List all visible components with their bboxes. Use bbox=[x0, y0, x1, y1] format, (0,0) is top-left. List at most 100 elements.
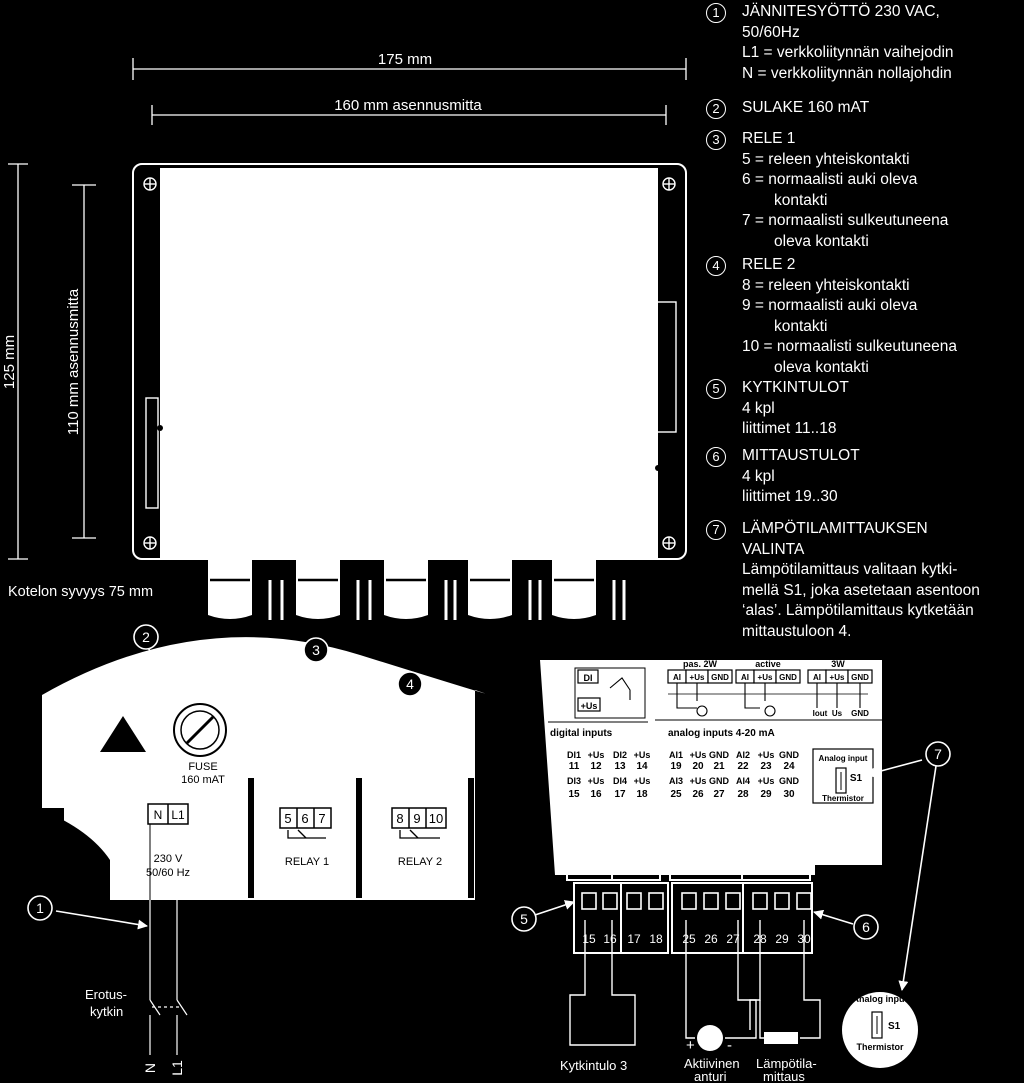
callout-number-4: 4 bbox=[406, 676, 414, 692]
terminal-screw bbox=[772, 825, 788, 843]
callout-circle-7 bbox=[925, 741, 951, 767]
upper-terminal-number: 19 bbox=[679, 857, 693, 871]
legend-line: 9 = normaalisti auki oleva bbox=[742, 297, 918, 314]
row2-terminal-number: 29 bbox=[760, 789, 772, 800]
terminal-screw bbox=[722, 825, 738, 843]
legend-line: 4 kpl bbox=[742, 467, 775, 485]
legend-number-1: 1 bbox=[706, 3, 726, 23]
disconnect-switch-label-2: kytkin bbox=[90, 1004, 123, 1019]
active-label: active bbox=[755, 659, 781, 669]
row2-signal-label: +Us bbox=[634, 776, 651, 786]
dim-depth: Kotelon syvyys 75 mm bbox=[8, 584, 153, 600]
callout-number-2: 2 bbox=[142, 629, 150, 645]
legend-line: 6 = normaalisti auki oleva bbox=[742, 171, 918, 188]
relay2-term-8: 8 bbox=[396, 811, 403, 826]
row2-terminal-number: 28 bbox=[737, 789, 749, 800]
row2-signal-label: +Us bbox=[588, 776, 605, 786]
legend-line: KYTKINTULOT bbox=[742, 379, 849, 396]
row2-terminal-number: 30 bbox=[783, 789, 795, 800]
di-us-label: +Us bbox=[581, 701, 598, 711]
upper-terminal-number: 14 bbox=[643, 857, 657, 871]
ai-block-ai: AI bbox=[673, 673, 681, 682]
legend-number-4: 4 bbox=[706, 256, 726, 276]
legend-line: SULAKE 160 mAT bbox=[742, 99, 870, 116]
pas2w-label: pas. 2W bbox=[683, 659, 718, 669]
upper-terminal-number: 24 bbox=[795, 857, 809, 871]
legend-line: N = verkkoliitynnän nollajohdin bbox=[742, 64, 952, 82]
row1-signal-label: AI1 bbox=[669, 750, 683, 760]
dim-175: 175 mm bbox=[378, 51, 432, 68]
di-label: DI bbox=[584, 673, 593, 683]
terminal-screw bbox=[725, 892, 741, 910]
legend-number-5: 5 bbox=[706, 379, 726, 399]
row2-signal-label: AI3 bbox=[669, 776, 683, 786]
row1-signal-label: +Us bbox=[690, 750, 707, 760]
ai-block-gnd: GND bbox=[851, 673, 869, 682]
active-sensor-plus: + bbox=[686, 1037, 695, 1054]
enclosure bbox=[132, 163, 687, 620]
sensor-wiring bbox=[569, 920, 821, 1046]
voltage-label: 230 V bbox=[154, 853, 183, 865]
upper-terminal-number: 11 bbox=[576, 857, 589, 871]
legend-number-3: 3 bbox=[706, 130, 726, 150]
row2-terminal-number: 17 bbox=[614, 789, 626, 800]
relay2-label: RELAY 2 bbox=[398, 856, 442, 868]
active-sensor-label-2: anturi bbox=[694, 1069, 727, 1083]
wire-l1-label: L1 bbox=[169, 1060, 185, 1076]
legend-number-7: 7 bbox=[706, 520, 726, 540]
row1-signal-label: +Us bbox=[634, 750, 651, 760]
terminal-screw bbox=[750, 825, 766, 843]
row2-terminal-number: 18 bbox=[636, 789, 648, 800]
legend-line: oleva kontakti bbox=[774, 232, 869, 250]
w3-label: 3W bbox=[831, 659, 845, 669]
legend-line: VALINTA bbox=[742, 540, 805, 558]
terminal-screw bbox=[574, 825, 590, 843]
s1-label: S1 bbox=[850, 773, 863, 784]
relay1-term-6: 6 bbox=[301, 811, 308, 826]
callout-circle-4 bbox=[397, 671, 423, 697]
row2-signal-label: +Us bbox=[758, 776, 775, 786]
upper-terminal-number: 13 bbox=[621, 857, 635, 871]
upper-terminal-number: 20 bbox=[701, 857, 715, 871]
warning-triangle-icon bbox=[100, 716, 146, 752]
legend-line: MITTAUSTULOT bbox=[742, 447, 860, 464]
sensor-symbols bbox=[697, 1025, 798, 1051]
callout-arrows bbox=[55, 647, 937, 991]
row1-signal-label: GND bbox=[709, 750, 730, 760]
iout-label: Iout bbox=[813, 709, 828, 718]
lower-terminal-number: 16 bbox=[603, 932, 617, 946]
row2-terminal-number: 16 bbox=[590, 789, 602, 800]
temperature-label-1: Lämpötila- bbox=[756, 1056, 817, 1071]
ai-block-us: +Us bbox=[758, 673, 773, 682]
terminal-screw bbox=[648, 892, 664, 910]
row1-terminal-number: 24 bbox=[783, 761, 795, 772]
row1-signal-label: +Us bbox=[588, 750, 605, 760]
row1-signal-label: GND bbox=[779, 750, 800, 760]
legend-line: mittaustuloon 4. bbox=[742, 622, 852, 640]
row1-terminal-number: 12 bbox=[590, 761, 602, 772]
active-sensor-label-1: Aktiivinen bbox=[684, 1056, 740, 1071]
row1-terminal-number: 14 bbox=[636, 761, 648, 772]
terminal-screw bbox=[774, 892, 790, 910]
legend-line: 8 = releen yhteiskontakti bbox=[742, 276, 910, 294]
dim-110: 110 mm asennusmitta bbox=[65, 288, 82, 435]
callout-circle-1 bbox=[27, 895, 53, 921]
legend-line: oleva kontakti bbox=[774, 358, 869, 376]
legend-line: 50/60Hz bbox=[742, 23, 800, 41]
callout-circle-5 bbox=[511, 906, 537, 932]
temperature-label-2: mittaus bbox=[763, 1069, 805, 1083]
frequency-label: 50/60 Hz bbox=[146, 867, 190, 879]
terminal-l1: L1 bbox=[171, 808, 185, 822]
row1-terminal-number: 20 bbox=[692, 761, 704, 772]
legend-number-2: 2 bbox=[706, 99, 726, 119]
fuse-label: FUSE bbox=[188, 761, 217, 773]
supply-wiring bbox=[149, 900, 188, 1055]
disconnect-switch-label-1: Erotus- bbox=[85, 987, 127, 1002]
row2-signal-label: DI4 bbox=[613, 776, 627, 786]
fuse-icon bbox=[173, 703, 227, 757]
row1-signal-label: DI1 bbox=[567, 750, 581, 760]
us-plain-label: Us bbox=[832, 709, 843, 718]
